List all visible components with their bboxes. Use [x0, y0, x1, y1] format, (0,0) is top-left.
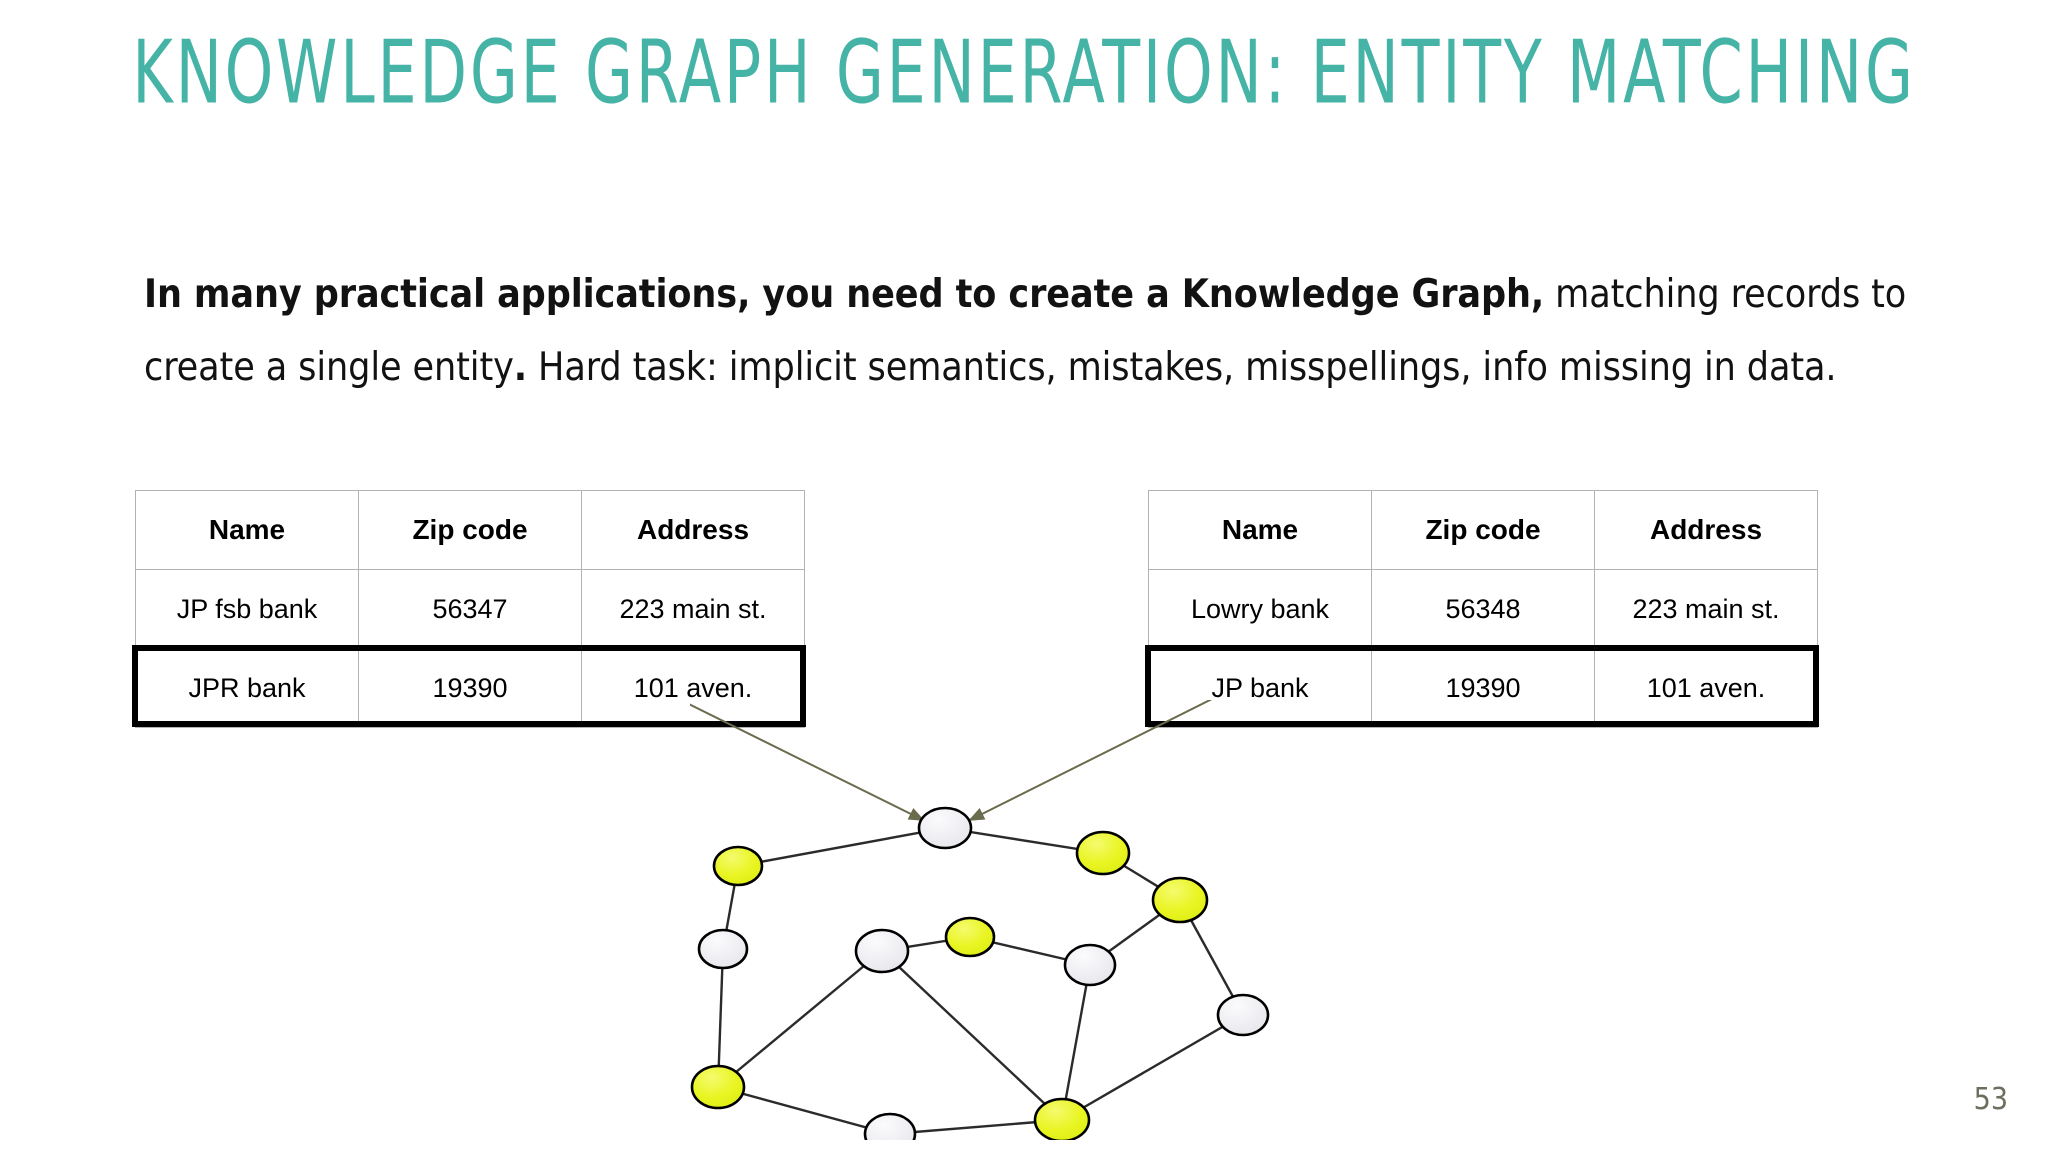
cell-name: JP fsb bank — [135, 569, 359, 649]
graph-node-matched[interactable] — [1033, 1097, 1091, 1140]
graph-node-matched[interactable] — [1151, 876, 1209, 924]
graph-edge — [881, 950, 1063, 1121]
graph-node[interactable] — [697, 928, 749, 970]
cell-address: 223 main st. — [581, 569, 805, 649]
column-header-name: Name — [1148, 490, 1372, 570]
body-lead-text: In many practical applications, you need… — [144, 272, 1545, 317]
cell-address: 223 main st. — [1594, 569, 1818, 649]
graph-node-matched[interactable] — [712, 845, 764, 887]
cell-name: JP bank — [1148, 648, 1372, 728]
cell-zipcode: 56347 — [358, 569, 582, 649]
right-match-arrow — [968, 700, 1213, 821]
graph-node[interactable] — [1063, 943, 1117, 987]
cell-address: 101 aven. — [1594, 648, 1818, 728]
graph-edge — [717, 950, 883, 1088]
column-header-address: Address — [1594, 490, 1818, 570]
cell-zipcode: 19390 — [358, 648, 582, 728]
graph-edge — [1061, 1013, 1244, 1122]
column-header-name: Name — [135, 490, 359, 570]
records-table-right: Name Zip code Address Lowry bank 56348 2… — [1148, 490, 1818, 728]
graph-edge — [889, 1118, 1063, 1136]
graph-node[interactable] — [854, 928, 910, 974]
page-title: KNOWLEDGE GRAPH GENERATION: ENTITY MATCH… — [132, 22, 1916, 124]
graph-node-matched[interactable] — [944, 916, 996, 958]
column-header-address: Address — [581, 490, 805, 570]
graph-edge — [737, 826, 946, 868]
graph-edge — [717, 1085, 891, 1136]
body-paragraph: In many practical applications, you need… — [144, 258, 1954, 404]
graph-edge — [1060, 964, 1092, 1121]
column-header-zipcode: Zip code — [1371, 490, 1595, 570]
body-tail-text: Hard task: implicit semantics, mistakes,… — [526, 345, 1837, 390]
knowledge-graph-diagram — [690, 700, 1270, 1140]
records-table-left: Name Zip code Address JP fsb bank 56347 … — [135, 490, 805, 728]
cell-address: 101 aven. — [581, 648, 805, 728]
left-match-arrow — [690, 703, 925, 821]
table-row-highlighted[interactable]: JP bank 19390 101 aven. — [1148, 648, 1818, 728]
graph-node-matched[interactable] — [1075, 830, 1131, 876]
graph-node[interactable] — [917, 806, 973, 850]
table-header-row: Name Zip code Address — [135, 490, 805, 570]
table-row[interactable]: JP fsb bank 56347 223 main st. — [135, 569, 805, 649]
graph-edges-group — [716, 826, 1245, 1136]
column-header-zipcode: Zip code — [358, 490, 582, 570]
cell-zipcode: 56348 — [1371, 569, 1595, 649]
cell-name: JPR bank — [135, 648, 359, 728]
graph-edge — [716, 948, 725, 1088]
graph-node-matched[interactable] — [690, 1064, 746, 1110]
table-row-highlighted[interactable]: JPR bank 19390 101 aven. — [135, 648, 805, 728]
graph-nodes-group — [690, 806, 1270, 1140]
graph-node[interactable] — [863, 1112, 917, 1140]
cell-name: Lowry bank — [1148, 569, 1372, 649]
table-row[interactable]: Lowry bank 56348 223 main st. — [1148, 569, 1818, 649]
body-bold-period: . — [513, 345, 527, 390]
match-arrows-group — [690, 700, 1213, 821]
table-header-row: Name Zip code Address — [1148, 490, 1818, 570]
body-rest-text: matching records to create a single enti… — [144, 272, 1907, 390]
cell-zipcode: 19390 — [1371, 648, 1595, 728]
graph-node[interactable] — [1216, 993, 1270, 1037]
page-number: 53 — [1973, 1082, 2008, 1117]
